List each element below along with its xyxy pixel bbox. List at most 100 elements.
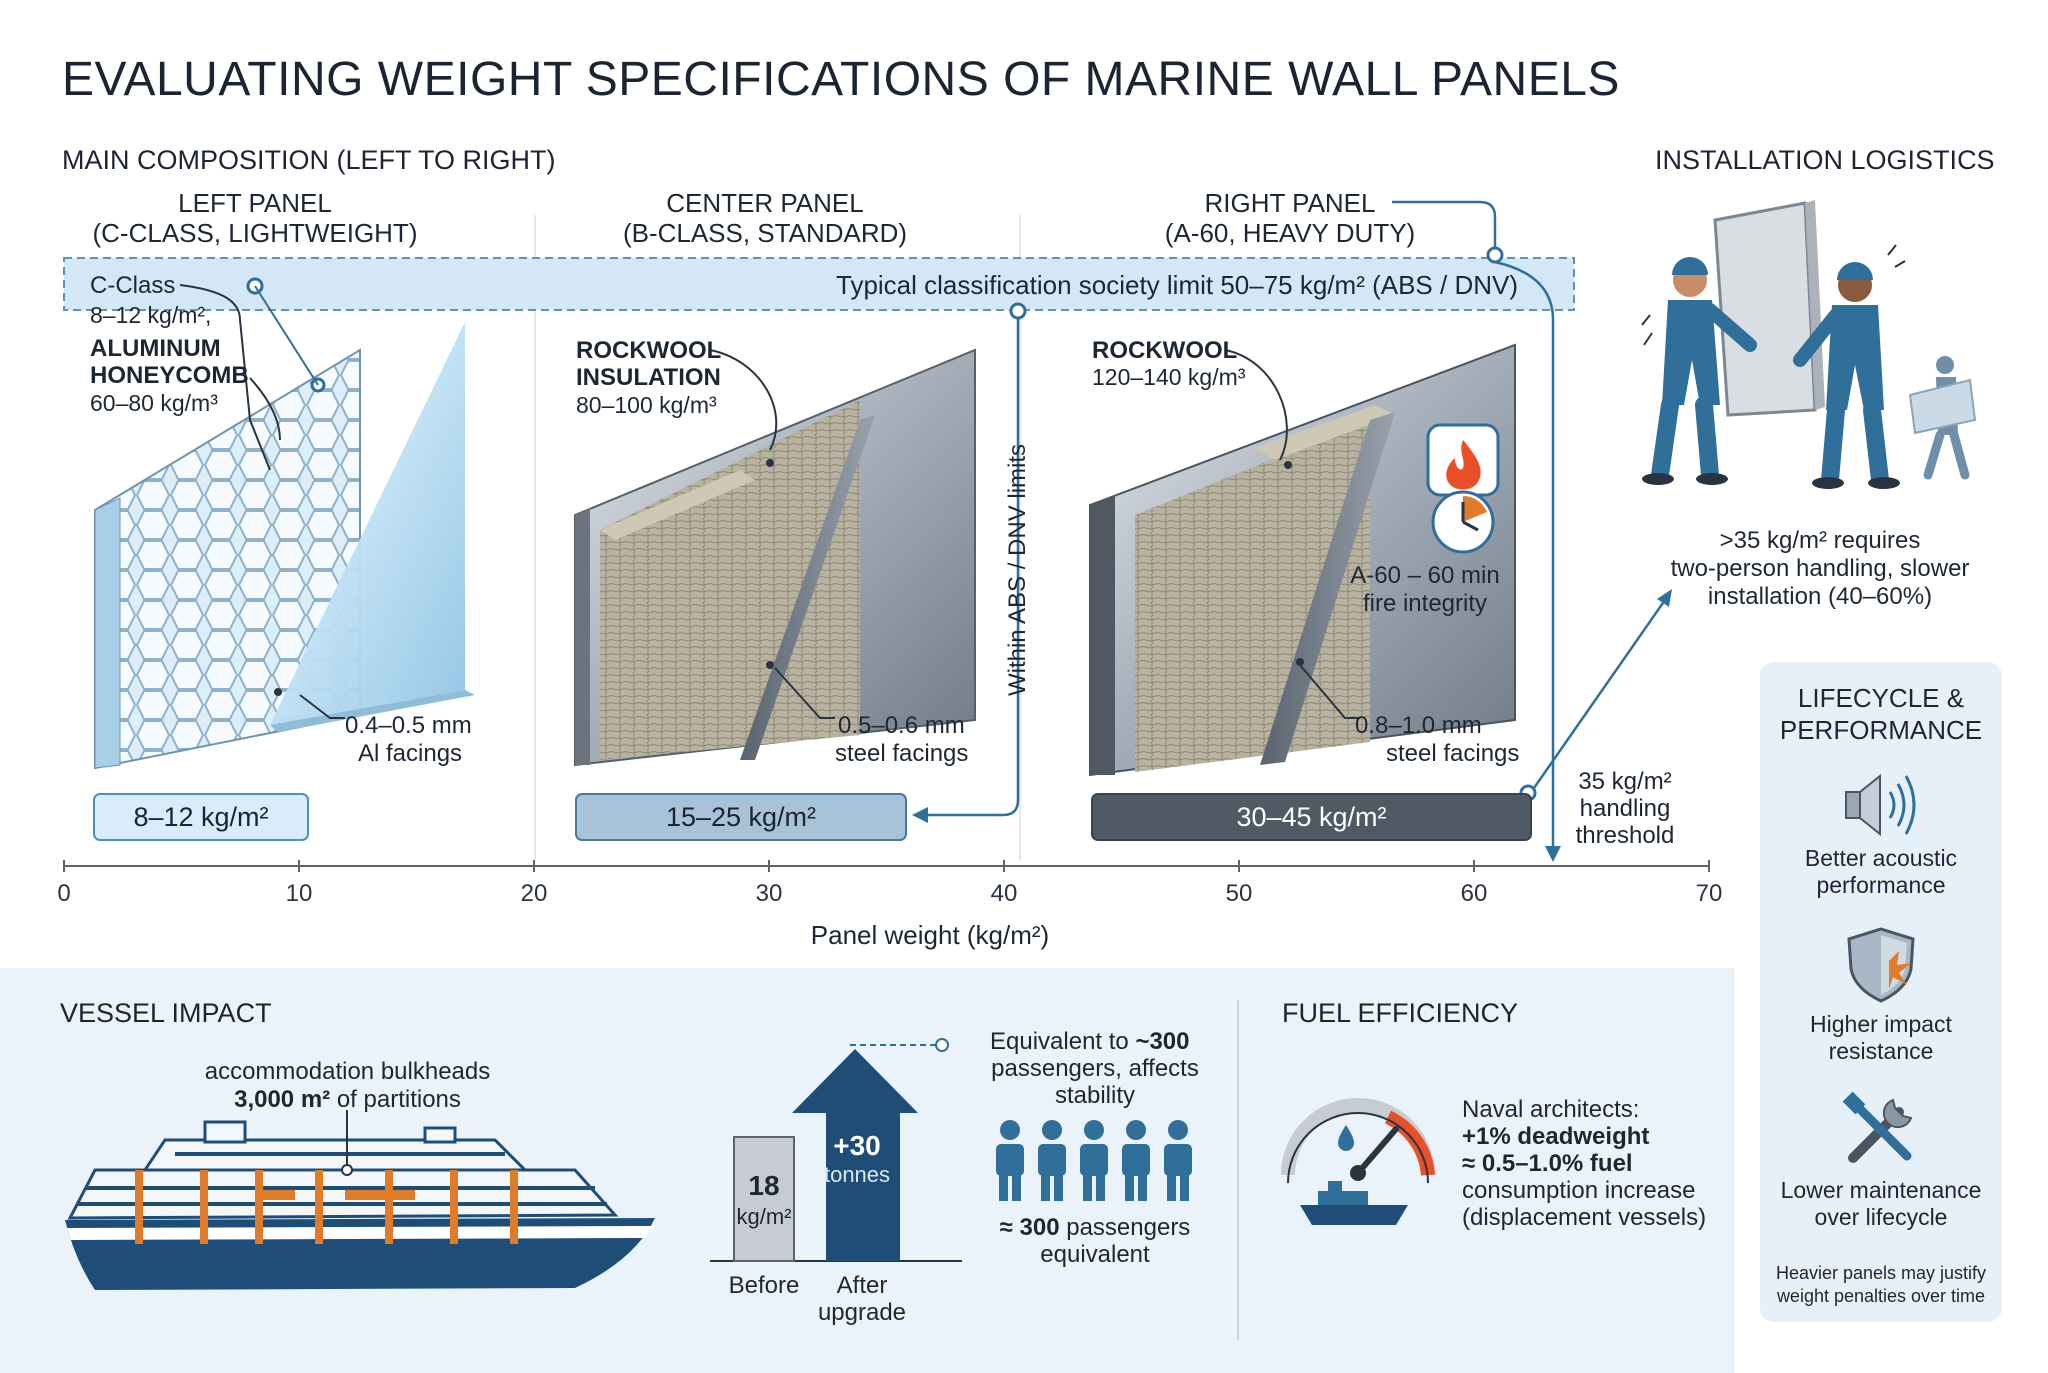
- core-density: 60–80 kg/m³: [90, 390, 218, 416]
- lifecycle-item-1-line1: Better acoustic: [1804, 845, 1958, 871]
- workers-carrying-panel-illustration: [1641, 200, 1977, 489]
- threshold-line1: 35 kg/m²: [1578, 768, 1672, 795]
- center-facing-thickness: 0.5–0.6 mm: [838, 712, 965, 739]
- axis-tick: 50: [1225, 880, 1253, 907]
- ship-caption-area: 3,000 m²: [234, 1086, 331, 1113]
- composition-graphic: [63, 200, 1710, 872]
- center-panel-subtitle: (B-CLASS, STANDARD): [622, 218, 908, 248]
- lifecycle-footnote-line1: Heavier panels may justify: [1775, 1263, 1987, 1283]
- left-facing-thickness: 0.4–0.5 mm: [345, 712, 472, 739]
- left-panel-subtitle: (C-CLASS, LIGHTWEIGHT): [92, 218, 418, 248]
- core-label-line2: HONEYCOMB: [90, 362, 249, 389]
- fire-rating-line1: A-60 – 60 min: [1350, 562, 1500, 589]
- c-class-weight: 8–12 kg/m²,: [90, 302, 212, 328]
- clock-icon: [1431, 490, 1495, 554]
- speaker-icon: [1845, 773, 1916, 837]
- composition-heading: MAIN COMPOSITION (LEFT TO RIGHT): [62, 145, 556, 175]
- bottom-divider: [1237, 1000, 1239, 1340]
- right-panel-subtitle: (A-60, HEAVY DUTY): [1164, 218, 1416, 248]
- center-core-line2: INSULATION: [576, 364, 721, 391]
- after-arrow-bar: [792, 1049, 918, 1261]
- page-title: EVALUATING WEIGHT SPECIFICATIONS OF MARI…: [62, 53, 1620, 106]
- threshold-line2: handling: [1579, 795, 1671, 822]
- passengers-rest: passengers: [1059, 1214, 1191, 1241]
- right-core-label: ROCKWOOL: [1092, 337, 1238, 364]
- fire-rating-line2: fire integrity: [1362, 590, 1488, 617]
- axis-tick: 10: [285, 880, 313, 907]
- fuel-line1: Naval architects:: [1462, 1096, 1640, 1123]
- fuel-line4: consumption increase: [1462, 1177, 1696, 1204]
- fuel-efficiency-heading: FUEL EFFICIENCY: [1282, 998, 1519, 1028]
- core-label-line1: ALUMINUM: [90, 335, 221, 362]
- person-icon: [1164, 1120, 1192, 1201]
- lifecycle-item-2-line1: Higher impact: [1810, 1011, 1952, 1037]
- axis-tick: 40: [990, 880, 1018, 907]
- person-icon: [996, 1120, 1024, 1201]
- fuel-line3: ≈ 0.5–1.0% fuel: [1462, 1150, 1633, 1177]
- left-facing-material: Al facings: [358, 740, 463, 767]
- axis-tick: 70: [1695, 880, 1723, 907]
- fire-icon: [1426, 423, 1500, 497]
- installation-heading: INSTALLATION LOGISTICS: [1655, 145, 1995, 175]
- limit-band-label: Typical classification society limit 50–…: [836, 270, 1518, 300]
- axis-tick: 0: [57, 880, 71, 907]
- person-icon: [1122, 1120, 1150, 1201]
- after-value: +30: [833, 1130, 881, 1161]
- after-unit: tonnes: [823, 1162, 891, 1187]
- center-weight-box: 15–25 kg/m²: [575, 793, 907, 841]
- fuel-gauge-icon: [1281, 1098, 1435, 1225]
- shield-icon: [1847, 927, 1915, 1003]
- ship-caption-line2: 3,000 m² of partitions: [150, 1086, 545, 1114]
- right-core-density: 120–140 kg/m³: [1092, 364, 1246, 390]
- axis-tick: 60: [1460, 880, 1488, 907]
- installation-note-line2: two-person handling, slower: [1670, 555, 1970, 582]
- center-facing-material: steel facings: [835, 740, 969, 767]
- equiv-line2: passengers, affects: [991, 1055, 1199, 1082]
- installation-note-line3: installation (40–60%): [1707, 583, 1933, 610]
- before-bar: [733, 1136, 795, 1262]
- lifecycle-item-1-line2: performance: [1816, 872, 1946, 898]
- after-label-line1: After: [836, 1272, 888, 1299]
- left-panel-title: LEFT PANEL: [178, 188, 332, 218]
- fuel-line5: (displacement vessels): [1462, 1204, 1707, 1231]
- lifecycle-item-2-line2: resistance: [1828, 1038, 1934, 1064]
- passengers-icon-group: [996, 1120, 1192, 1201]
- equiv-line3: stability: [1054, 1082, 1136, 1109]
- lifecycle-item-3-line2: over lifecycle: [1814, 1204, 1948, 1230]
- ship-caption-rest: of partitions: [330, 1086, 461, 1113]
- lifecycle-footnote-line2: weight penalties over time: [1776, 1286, 1986, 1306]
- equiv-bold: ~300: [1135, 1028, 1190, 1055]
- vessel-impact-heading: VESSEL IMPACT: [60, 998, 272, 1028]
- right-facing-thickness: 0.8–1.0 mm: [1355, 712, 1482, 739]
- within-limits-label: Within ABS / DNV limits: [1004, 443, 1031, 697]
- right-facing-material: steel facings: [1386, 740, 1520, 767]
- before-value: 18: [748, 1170, 780, 1201]
- fuel-line2: +1% deadweight: [1462, 1123, 1650, 1150]
- right-panel-title: RIGHT PANEL: [1204, 188, 1376, 218]
- lifecycle-heading-line1: LIFECYCLE &: [1797, 683, 1965, 713]
- lifecycle-item-3-line1: Lower maintenance: [1780, 1177, 1982, 1203]
- before-label: Before: [728, 1272, 800, 1299]
- left-weight-box: 8–12 kg/m²: [93, 793, 309, 841]
- after-label-line2: upgrade: [817, 1299, 907, 1326]
- axis-label: Panel weight (kg/m²): [810, 920, 1050, 950]
- center-core-line1: ROCKWOOL: [576, 337, 722, 364]
- threshold-line3: threshold: [1575, 822, 1675, 849]
- before-unit: kg/m²: [736, 1204, 792, 1229]
- right-weight-box: 30–45 kg/m²: [1091, 793, 1532, 841]
- center-panel-title: CENTER PANEL: [666, 188, 864, 218]
- equiv-line1: Equivalent to ~300: [990, 1028, 1190, 1056]
- tools-icon: [1842, 1091, 1913, 1163]
- cruise-ship-illustration: [65, 1110, 655, 1290]
- passengers-line2: equivalent: [1040, 1241, 1150, 1268]
- passengers-line1: ≈ 300 passengers: [960, 1214, 1230, 1242]
- installation-note-line1: >35 kg/m² requires: [1719, 527, 1921, 554]
- axis-tick: 30: [755, 880, 783, 907]
- c-class-label: C-Class: [90, 272, 176, 299]
- equiv-prefix: Equivalent to: [990, 1028, 1136, 1055]
- ship-caption-line1: accommodation bulkheads: [204, 1058, 491, 1085]
- person-icon: [1038, 1120, 1066, 1201]
- lifecycle-heading-line2: PERFORMANCE: [1779, 715, 1983, 745]
- center-core-density: 80–100 kg/m³: [576, 392, 717, 418]
- axis-tick: 20: [520, 880, 548, 907]
